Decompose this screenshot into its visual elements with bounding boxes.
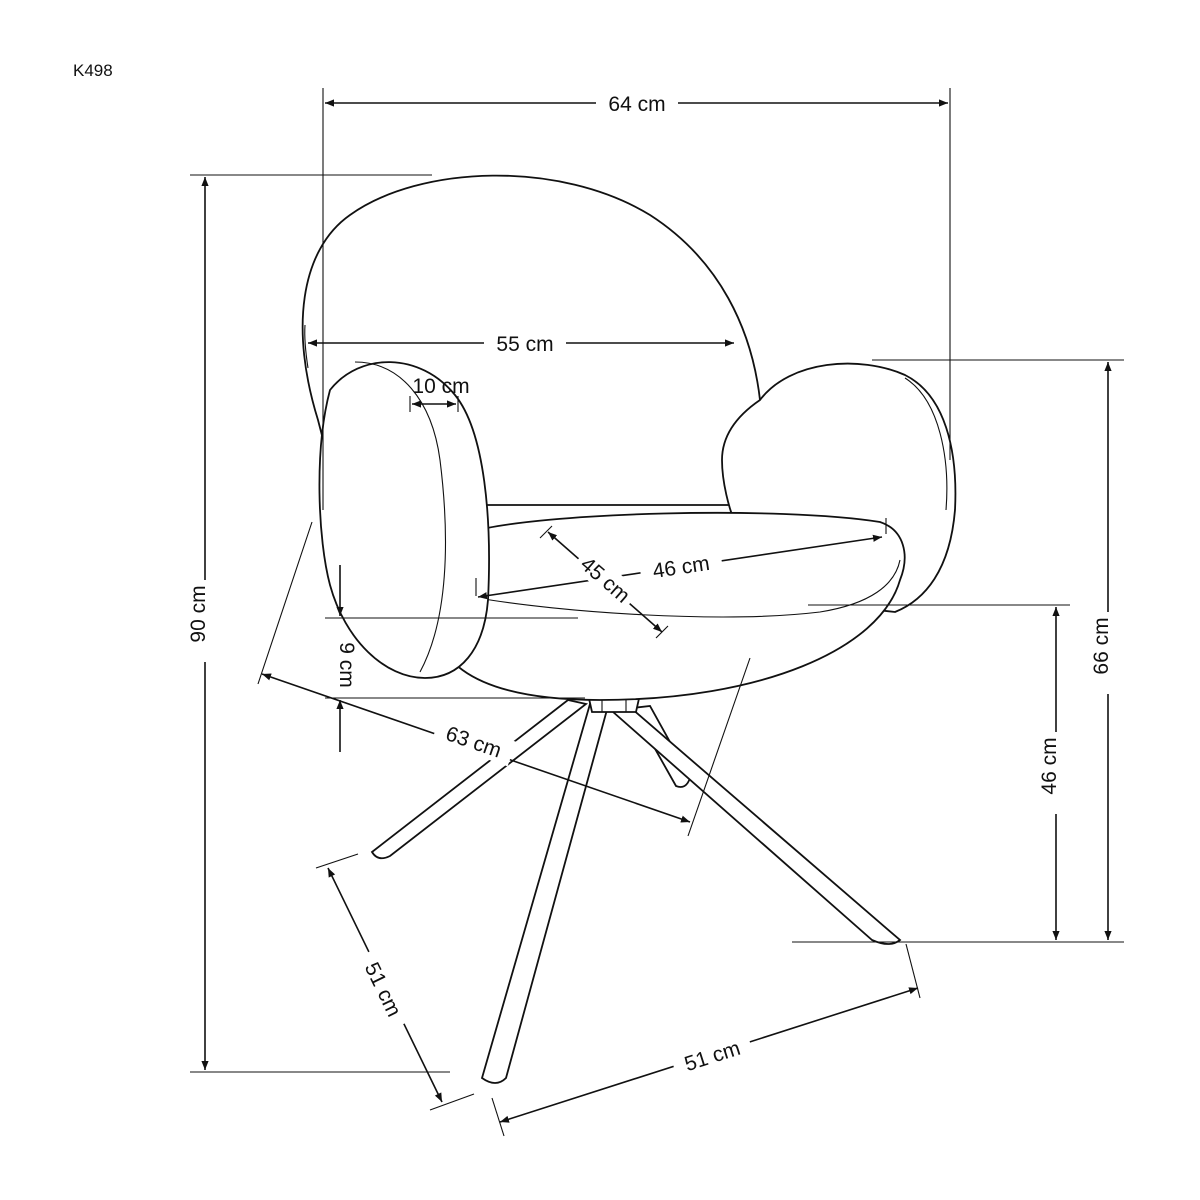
seat <box>427 511 906 701</box>
dim-overall-height: 90 cm <box>187 174 450 1073</box>
dim-seat-height: 46 cm <box>808 604 1070 940</box>
label-seat-thickness: 9 cm <box>335 642 358 688</box>
armrest-left-inner <box>354 361 447 673</box>
chair-base <box>370 693 902 1084</box>
label-seat-height: 46 cm <box>1038 737 1061 794</box>
label-armrest-thickness: 10 cm <box>412 375 469 398</box>
armrest-left <box>318 361 490 679</box>
dim-armrest-height: 66 cm <box>792 359 1124 943</box>
label-overall-width: 64 cm <box>608 93 665 116</box>
model-code: K498 <box>73 61 113 80</box>
label-armrest-height: 66 cm <box>1090 617 1113 674</box>
leg-front-right <box>601 701 902 945</box>
dim-armrest-thickness: 10 cm <box>409 375 470 412</box>
dim-base-width: 51 cm <box>491 943 921 1137</box>
dim-overall-width: 64 cm <box>322 88 951 510</box>
label-overall-height: 90 cm <box>187 585 210 642</box>
label-inner-width: 55 cm <box>496 333 553 356</box>
dim-inner-width: 55 cm <box>308 330 734 356</box>
